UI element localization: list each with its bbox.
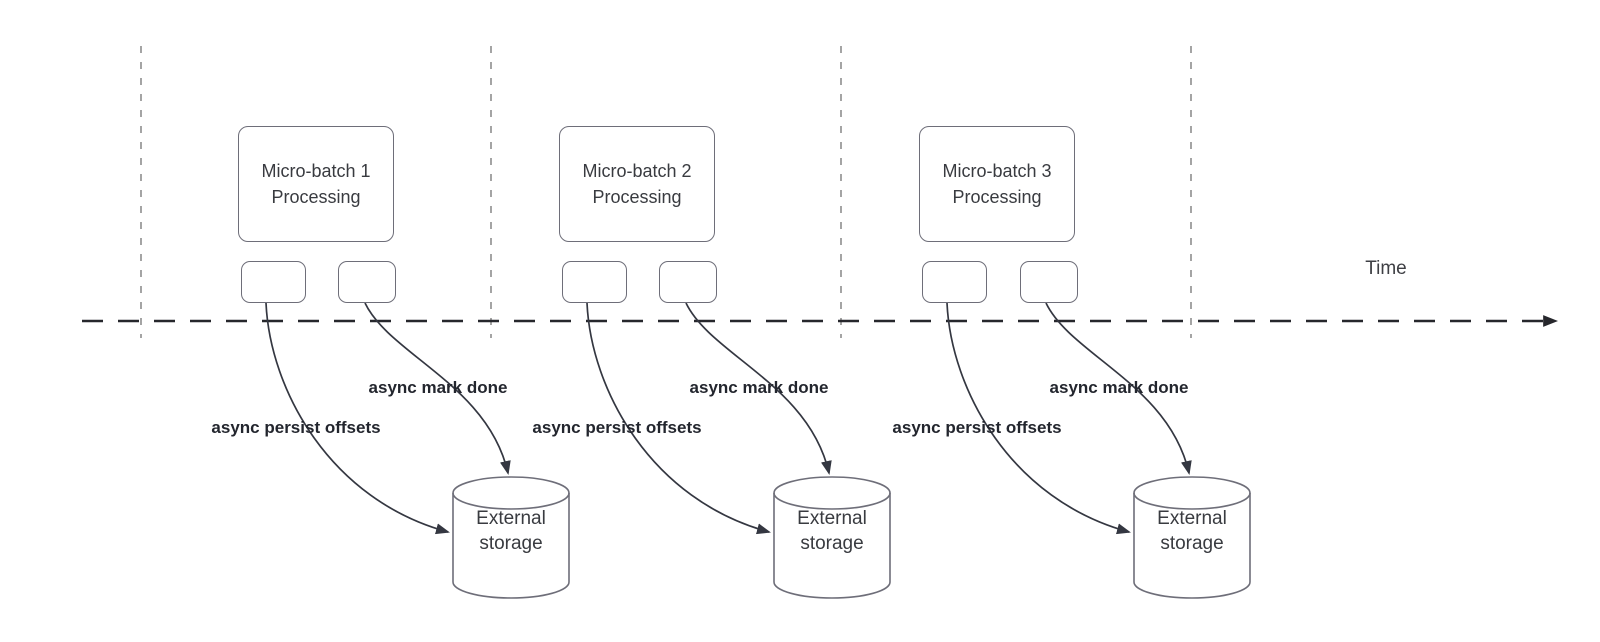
mark-done-arrow-1 [364, 302, 511, 475]
mark-done-label-1: async mark done [368, 378, 508, 397]
micro-batch-2-task-left [562, 261, 627, 303]
persist-offsets-arrow-1 [265, 302, 450, 535]
storage-label-2: External storage [797, 508, 867, 554]
mark-done-label-2: async mark done [689, 378, 829, 397]
mark-done-label-3: async mark done [1049, 378, 1189, 397]
cylinder-icon [773, 476, 891, 599]
micro-batch-1-task-right [338, 261, 396, 303]
persist-offsets-arrow-2 [586, 302, 771, 535]
persist-offsets-label-3: async persist offsets [892, 418, 1062, 437]
micro-batch-3-task-right [1020, 261, 1078, 303]
micro-batch-1-processing-box: Micro-batch 1 Processing [238, 126, 394, 242]
cylinder-icon [1133, 476, 1251, 599]
micro-batch-2-task-right [659, 261, 717, 303]
micro-batch-2-processing-box: Micro-batch 2 Processing [559, 126, 715, 242]
storage-cylinder-2 [773, 476, 891, 600]
micro-batch-1-task-left [241, 261, 306, 303]
mark-done-arrow-2 [685, 302, 832, 475]
micro-batch-3-processing-box: Micro-batch 3 Processing [919, 126, 1075, 242]
storage-cylinder-3 [1133, 476, 1251, 600]
persist-offsets-label-1: async persist offsets [211, 418, 381, 437]
cylinder-icon [452, 476, 570, 599]
micro-batch-3-task-left [922, 261, 987, 303]
persist-offsets-arrow-3 [946, 302, 1131, 535]
persist-offsets-label-2: async persist offsets [532, 418, 702, 437]
mark-done-arrow-3 [1045, 302, 1192, 475]
storage-label-1: External storage [476, 508, 546, 554]
time-axis-label: Time [1365, 258, 1407, 279]
storage-label-3: External storage [1157, 508, 1227, 554]
storage-cylinder-1 [452, 476, 570, 600]
